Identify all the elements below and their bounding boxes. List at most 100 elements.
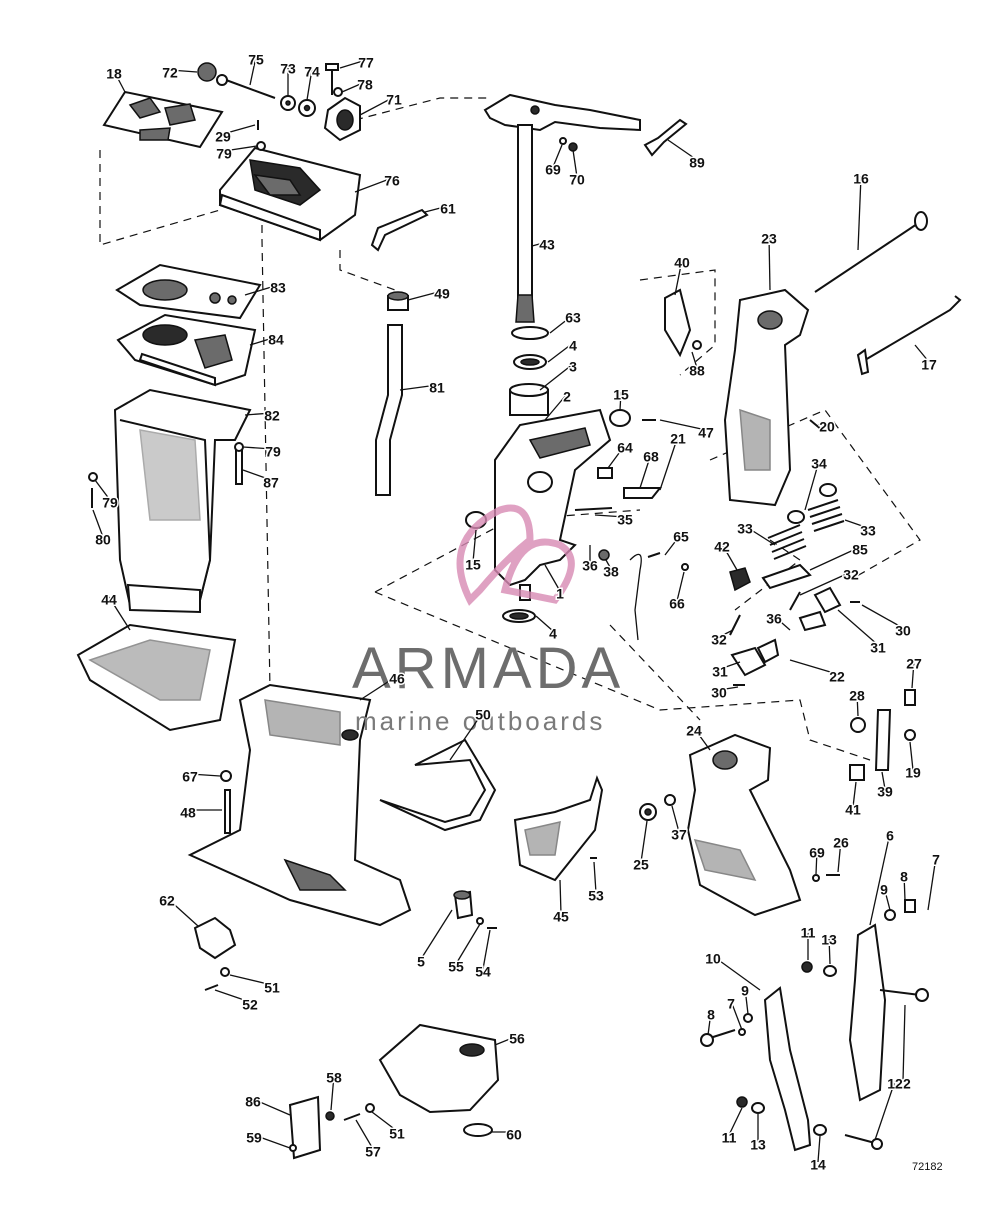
callout-number-31: 31: [712, 664, 728, 680]
callout-leader-5: [420, 909, 453, 960]
callout-number-15: 15: [613, 387, 629, 403]
callout-number-47: 47: [698, 425, 714, 441]
plate-84: [116, 313, 257, 387]
callout-leader-69: [552, 144, 563, 168]
callout-leader-15: [472, 529, 477, 563]
callout-leader-54: [482, 929, 491, 970]
callout-number-24: 24: [686, 723, 702, 739]
callout-leader-34: [804, 460, 820, 511]
callout-number-26: 26: [833, 835, 849, 851]
clip-40: [664, 288, 702, 358]
callout-leader-79: [242, 446, 274, 450]
callout-leader-15: [619, 391, 622, 411]
callout-leader-47: [659, 419, 707, 431]
callout-leader-68: [639, 453, 652, 489]
water-tube-81: [375, 324, 403, 496]
callout-number-58: 58: [326, 1070, 342, 1086]
callout-leader-31: [719, 661, 741, 670]
callout-number-44: 44: [101, 592, 117, 608]
callout-number-37: 37: [671, 827, 687, 843]
callout-leader-51: [229, 974, 273, 986]
callout-number-8: 8: [707, 1007, 715, 1023]
plate-86: [288, 1095, 375, 1160]
callout-leader-42: [721, 543, 738, 571]
callout-number-83: 83: [270, 280, 286, 296]
tilt-lock-22-31: [729, 586, 860, 686]
callout-leader-13: [828, 936, 831, 965]
right-small-parts: [639, 689, 916, 882]
callout-number-9: 9: [741, 983, 749, 999]
callout-number-82: 82: [264, 408, 280, 424]
callout-number-20: 20: [819, 419, 835, 435]
callout-number-4: 4: [549, 626, 557, 642]
callout-number-30: 30: [711, 685, 727, 701]
callout-number-34: 34: [811, 456, 827, 472]
exhaust-housing-82: [113, 388, 252, 614]
callout-number-65: 65: [673, 529, 689, 545]
callout-leader-82: [244, 412, 273, 416]
callout-leader-16: [857, 175, 862, 251]
callout-number-79: 79: [102, 495, 118, 511]
callout-leader-76: [354, 177, 393, 193]
callout-leader-8: [707, 1011, 712, 1036]
callout-number-33: 33: [860, 523, 876, 539]
figure-code: 72182: [912, 1161, 943, 1173]
callout-leader-4: [547, 342, 574, 363]
bearing-stack-63-4-3: [509, 326, 549, 416]
callout-leader-83: [244, 284, 279, 296]
callout-number-17: 17: [921, 357, 937, 373]
callout-number-75: 75: [248, 52, 264, 68]
callout-leader-23: [768, 235, 771, 291]
callout-leader-8: [903, 873, 906, 901]
callout-leader-33: [844, 519, 869, 529]
rods-16-17: [814, 211, 962, 376]
callout-number-38: 38: [603, 564, 619, 580]
callout-number-4: 4: [569, 338, 577, 354]
callout-number-32: 32: [711, 632, 727, 648]
callout-leader-89: [667, 139, 698, 161]
callout-number-46: 46: [389, 671, 405, 687]
callout-leader-46: [359, 675, 398, 701]
callout-leader-30: [718, 686, 739, 691]
callout-leader-24: [693, 727, 711, 751]
cover-44: [76, 623, 237, 732]
clamp-bracket-23: [723, 288, 810, 507]
callout-leader-11: [728, 1107, 743, 1136]
callout-leader-74: [306, 68, 313, 101]
callout-leader-87: [242, 469, 272, 481]
callout-number-85: 85: [852, 542, 868, 558]
callout-numbers: 1234456778899101111121213131415151617181…: [94, 50, 942, 1174]
callout-number-33: 33: [737, 521, 753, 537]
callout-leader-85: [809, 546, 861, 571]
callout-number-12: 12: [887, 1076, 903, 1092]
callout-number-79: 79: [216, 146, 232, 162]
callout-number-77: 77: [358, 55, 374, 71]
callout-number-31: 31: [870, 640, 886, 656]
callout-number-84: 84: [268, 332, 284, 348]
callout-leader-32: [799, 571, 852, 596]
callout-leader-75: [249, 56, 257, 86]
callout-leader-81: [399, 384, 438, 391]
callout-number-18: 18: [106, 66, 122, 82]
callout-leader-18: [113, 70, 126, 93]
callout-number-25: 25: [633, 857, 649, 873]
callout-number-28: 28: [849, 688, 865, 704]
lower-small-parts: [193, 770, 597, 991]
callout-leader-58: [330, 1074, 335, 1111]
callout-leader-30: [861, 604, 904, 629]
callout-number-61: 61: [440, 201, 456, 217]
callout-number-12: 12: [895, 1076, 911, 1092]
gasket-18: [102, 90, 224, 149]
callout-leaders: [92, 56, 937, 1163]
callout-leader-33: [744, 525, 776, 546]
callout-leader-7: [730, 1000, 743, 1031]
callout-number-29: 29: [215, 129, 231, 145]
callout-leader-32: [718, 629, 734, 638]
callout-number-32: 32: [843, 567, 859, 583]
callout-number-81: 81: [429, 380, 445, 396]
callout-leader-7: [927, 856, 937, 911]
callout-number-16: 16: [853, 171, 869, 187]
callout-leader-59: [253, 1134, 291, 1149]
callout-leader-29: [222, 124, 256, 135]
callout-number-8: 8: [900, 869, 908, 885]
